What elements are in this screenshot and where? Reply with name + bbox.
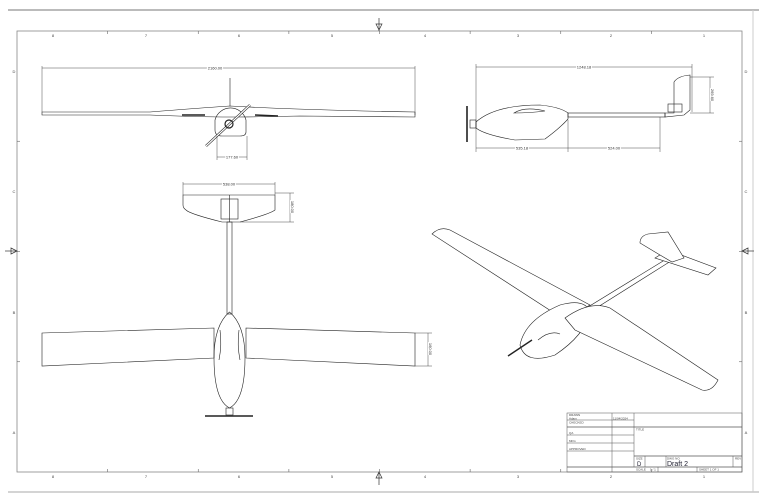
zone-label: 6 (238, 474, 241, 479)
zone-label: 5 (331, 33, 334, 38)
scale-value: 1 / 1 (650, 468, 656, 472)
zone-label: 2 (610, 474, 613, 479)
zone-label: A (13, 430, 16, 435)
isometric-view (431, 228, 719, 391)
wing-front-outline (41, 105, 416, 118)
dimension-boom-length: 524.00 (608, 146, 621, 151)
zone-label: 6 (238, 33, 241, 38)
vertical-fin-side (664, 74, 691, 118)
scale-label: SCALE (636, 468, 646, 472)
drawn-date: 11/04/2024 (613, 417, 628, 421)
drawn-label: DRAWN (569, 413, 580, 417)
zone-label: 4 (424, 33, 427, 38)
tail-boom-top (226, 221, 233, 315)
dimension-tail-span: 538.00 (223, 182, 236, 187)
dimension-nose-to-boom: 535.18 (516, 146, 529, 151)
zone-label: 4 (424, 474, 427, 479)
zone-labels-top: 8 7 6 5 4 3 2 1 (52, 33, 706, 38)
sheet-number: SHEET 1 OF 1 (699, 468, 719, 472)
size-value: D (637, 462, 642, 468)
zone-label: 2 (610, 33, 613, 38)
size-label: SIZE (636, 457, 643, 461)
centering-marks (5, 18, 754, 485)
zone-label: 8 (52, 474, 55, 479)
vertical-fin-iso (639, 231, 685, 263)
dwg-no-label: DWG NO (667, 457, 680, 461)
dimension-overall-length: 1248.18 (577, 65, 592, 70)
zone-label: A (745, 430, 748, 435)
checked-label: CHECKED (569, 421, 585, 425)
title-block (566, 412, 743, 473)
dimension-fin-height: 269.60 (710, 89, 715, 102)
zone-labels-bottom: 8 7 6 5 4 3 2 1 (52, 474, 706, 479)
horizontal-stabilizer-top (182, 194, 276, 223)
propeller-iso (507, 339, 533, 357)
fuselage-side (475, 104, 569, 141)
dimension-fuselage-width: 177.60 (226, 155, 239, 160)
zone-labels-side: D C B A D C B A (13, 69, 748, 435)
drawn-by: Adam (569, 417, 577, 421)
zone-label: 8 (52, 33, 55, 38)
left-wing-top (41, 327, 215, 367)
tail-boom-side (567, 112, 666, 118)
zone-label: B (745, 310, 748, 315)
zone-label: 1 (703, 33, 706, 38)
zone-label: C (745, 189, 748, 194)
rev-label: REV (735, 457, 741, 461)
zone-label: 7 (145, 33, 148, 38)
zone-label: B (13, 310, 16, 315)
zone-label: C (13, 189, 16, 194)
zone-ticks (17, 31, 742, 472)
approved-label: APPROVED (569, 447, 587, 451)
zone-label: 3 (517, 474, 520, 479)
dimension-wing-chord: 160.00 (428, 343, 433, 356)
title-label: TITLE (636, 428, 644, 432)
top-view (41, 182, 432, 417)
zone-label: D (13, 69, 16, 74)
qa-label: QA (569, 431, 573, 435)
front-view (41, 66, 416, 160)
zone-label: 5 (331, 474, 334, 479)
zone-label: 3 (517, 33, 520, 38)
zone-label: 1 (703, 474, 706, 479)
right-wing-iso (564, 305, 719, 391)
fuselage-top (213, 311, 246, 409)
dimension-tail-chord: 180.00 (290, 201, 295, 214)
dimension-wingspan: 2160.00 (208, 66, 223, 71)
dwg-no-value: Draft 2 (667, 461, 688, 468)
side-view (466, 64, 714, 152)
mfg-label: MFG (569, 439, 576, 443)
zone-label: D (745, 69, 748, 74)
left-wing-iso (431, 228, 591, 321)
zone-frame (16, 30, 743, 473)
zone-label: 7 (145, 474, 148, 479)
propeller-hub (224, 119, 234, 129)
right-wing-top (245, 327, 416, 367)
